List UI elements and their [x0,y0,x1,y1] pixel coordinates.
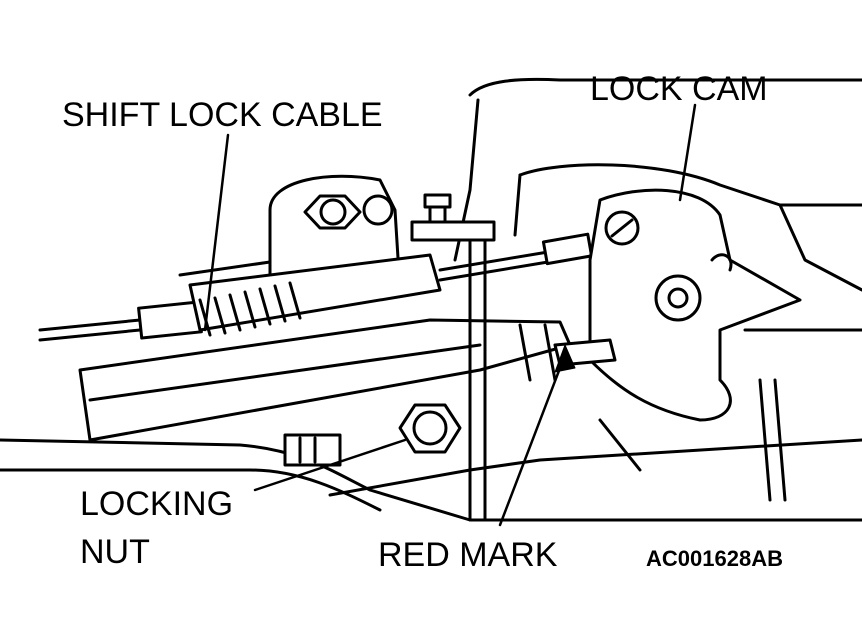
shift-lock-cable [38,232,594,342]
label-red-mark: RED MARK [378,536,558,574]
red-mark-arrowhead [554,344,576,373]
locking-nut [283,403,462,467]
label-shift-lock-cable: SHIFT LOCK CABLE [62,96,383,134]
label-locking-nut-line2: NUT [80,533,150,571]
figure-code: AC001628AB [646,546,783,571]
leader-locking-nut [253,438,407,492]
bracket [268,174,402,292]
lock-cam [553,188,802,422]
leader-lock-cam [678,103,697,202]
leader-lines [203,103,697,527]
vertical-rod [410,193,496,522]
label-lock-cam: LOCK CAM [590,70,768,108]
housing [453,77,862,332]
label-locking-nut-line1: LOCKING [80,485,234,523]
leader-shift-lock-cable [203,133,230,332]
leader-red-mark [498,353,567,527]
